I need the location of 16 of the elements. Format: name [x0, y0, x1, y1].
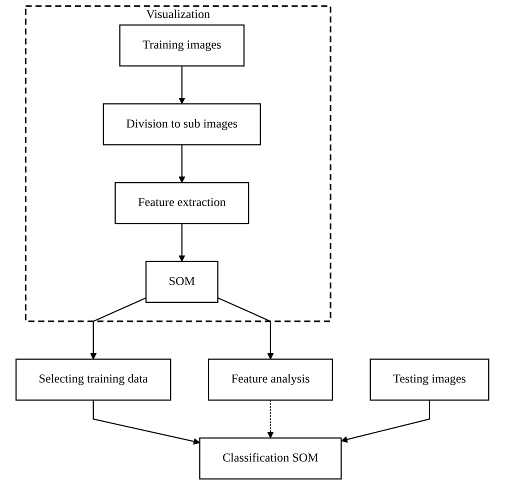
node-box: Feature analysis — [208, 358, 334, 401]
node-box: Feature extraction — [114, 182, 250, 224]
arrow — [267, 400, 274, 438]
node-box: Selecting training data — [16, 358, 172, 401]
arrow — [341, 400, 430, 443]
arrow — [90, 297, 146, 360]
node-box: Training images — [119, 24, 245, 66]
node-box: Division to sub images — [102, 103, 262, 146]
arrow — [92, 400, 200, 445]
arrow — [178, 224, 186, 262]
node-box: Classification SOM — [199, 437, 342, 480]
arrow — [178, 66, 186, 104]
arrow — [178, 144, 186, 183]
node-box: SOM — [146, 260, 218, 303]
arrow — [218, 297, 274, 360]
node-box: Testing images — [370, 358, 490, 401]
